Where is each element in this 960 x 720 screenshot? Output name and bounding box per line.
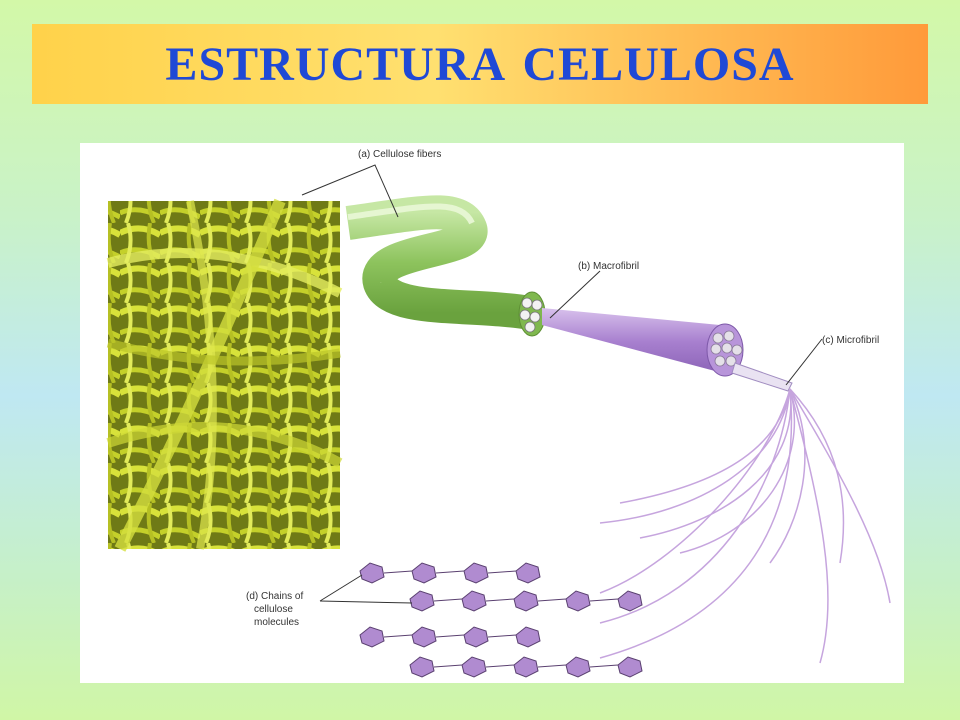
diagram-svg: (a) Cellulose fibers (b) Macrofibril (c)…	[106, 149, 891, 678]
page-title: ESTRUCTURA CELULOSA	[165, 37, 795, 91]
label-chains-line2: cellulose	[254, 604, 293, 615]
microfibril-rod	[731, 362, 793, 392]
label-chains-line3: molecules	[254, 617, 299, 628]
fiber-micrograph	[106, 198, 343, 552]
title-banner: ESTRUCTURA CELULOSA	[32, 24, 928, 104]
cellulose-fiber-tube	[345, 195, 546, 337]
cellulose-diagram: (a) Cellulose fibers (b) Macrofibril (c)…	[80, 143, 904, 683]
leader-lines	[301, 164, 823, 604]
molecule-strands	[599, 388, 891, 664]
label-chains-line1: (d) Chains of	[246, 591, 303, 602]
cellulose-chains	[359, 562, 643, 678]
label-microfibril: (c) Microfibril	[822, 335, 879, 346]
label-cellulose-fibers: (a) Cellulose fibers	[358, 149, 441, 160]
macrofibril-cone	[542, 308, 744, 377]
label-macrofibril: (b) Macrofibril	[578, 261, 639, 272]
